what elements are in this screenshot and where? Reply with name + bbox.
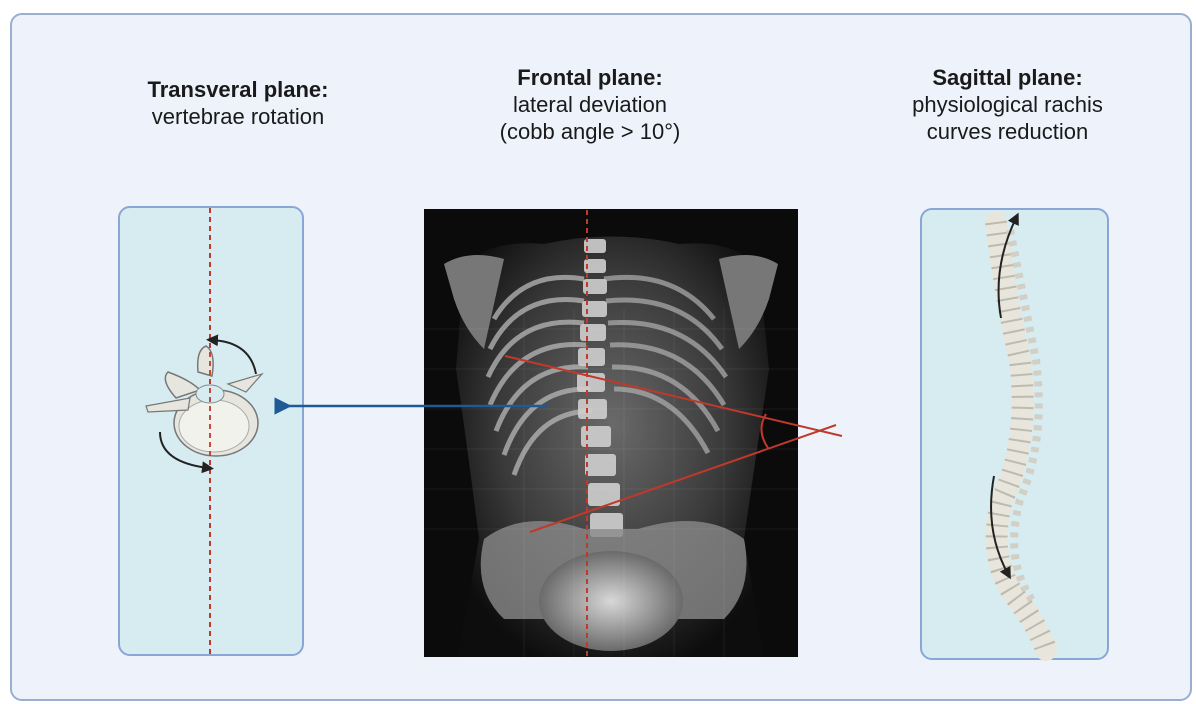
spine-side-view-icon <box>996 222 1046 650</box>
rotation-arrow-top <box>212 340 256 374</box>
vertebra-top-view-icon <box>146 346 262 456</box>
cobb-angle-lines <box>505 356 842 532</box>
